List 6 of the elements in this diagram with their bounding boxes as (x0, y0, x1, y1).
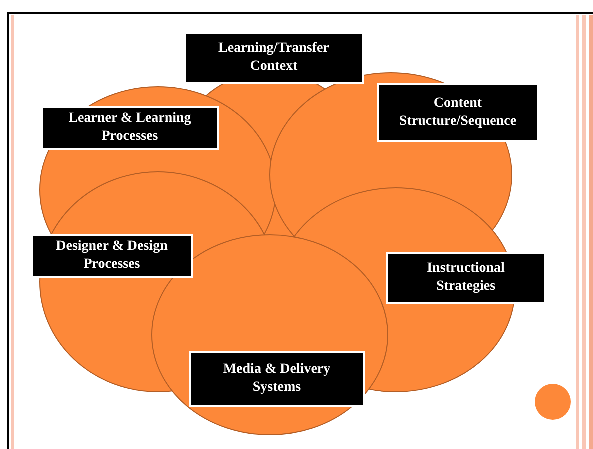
label-box: Instructional Strategies (386, 252, 546, 304)
label-box: Learning/Transfer Context (184, 32, 364, 84)
label-box: Designer & Design Processes (31, 234, 193, 278)
label-box: Content Structure/Sequence (377, 83, 539, 142)
label-box: Learner & Learning Processes (41, 106, 219, 150)
label-box: Media & Delivery Systems (189, 351, 365, 407)
